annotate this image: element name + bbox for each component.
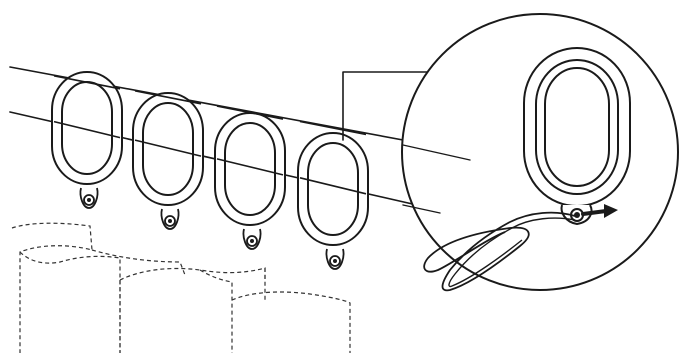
curtain-fold-1: [19, 251, 121, 353]
hook-loop: [423, 211, 576, 292]
rings-group: [51, 71, 369, 270]
curtain-ring-3: [214, 105, 286, 250]
curtain-ring-4: [297, 120, 369, 270]
curtain-ring-2: [132, 90, 204, 230]
detail-callout-circle: [401, 13, 679, 292]
curtain-fold-2: [119, 267, 266, 300]
curtain-ring-1: [51, 71, 123, 209]
detail-ring: [523, 47, 631, 226]
callout-leader: [342, 71, 431, 141]
direction-arrow: [581, 204, 618, 218]
curtain-fold-3: [231, 291, 351, 353]
curtain-fabric-outline: [11, 222, 351, 353]
curtain-panel-1: [11, 222, 93, 353]
curtain-panel-3: [199, 269, 233, 353]
curtain-panel-2: [91, 249, 186, 276]
